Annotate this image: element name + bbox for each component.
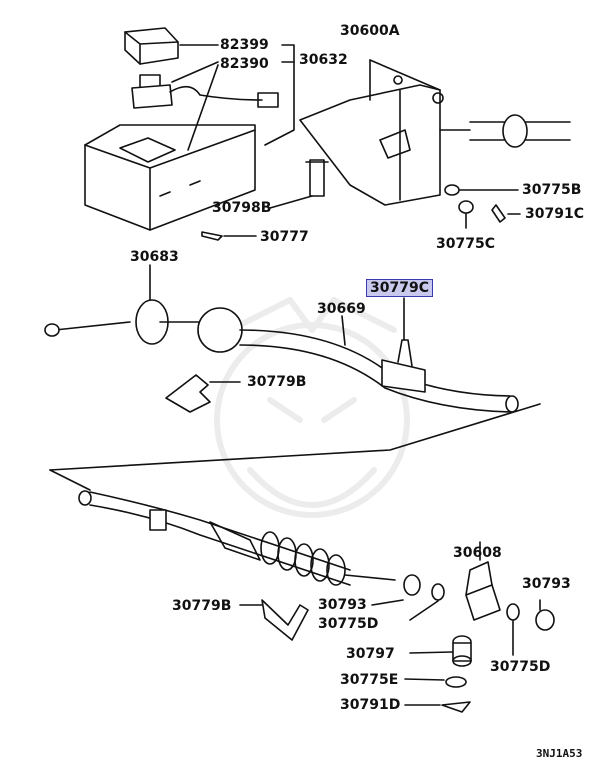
label-30775B[interactable]: 30775B — [522, 182, 582, 198]
label-30777[interactable]: 30777 — [260, 229, 309, 245]
screw-30777 — [201, 231, 257, 241]
shift-knob-cap-82399 — [124, 27, 179, 65]
section-break-lines — [49, 403, 541, 491]
label-30791D[interactable]: 30791D — [340, 697, 401, 713]
label-30775E[interactable]: 30775E — [340, 672, 399, 688]
clip-30779B-upper — [165, 374, 241, 413]
label-30632[interactable]: 30632 — [299, 52, 348, 68]
label-30775D-left[interactable]: 30775D — [318, 616, 379, 632]
shift-lever-bracket-30600A — [299, 59, 471, 206]
clip-30779B-lower — [239, 599, 309, 641]
label-30669[interactable]: 30669 — [317, 301, 366, 317]
label-30793-left[interactable]: 30793 — [318, 597, 367, 613]
washer-30775D-right — [506, 603, 520, 656]
washer-30775D-left — [409, 583, 445, 621]
watermark-emblem — [214, 297, 410, 518]
label-30779B-lower[interactable]: 30779B — [172, 598, 232, 614]
leader-lines-cable — [149, 264, 405, 346]
switch-82390 — [131, 74, 279, 109]
label-30779C-highlighted[interactable]: 30779C — [366, 279, 433, 297]
bushing-30793-left — [371, 574, 421, 606]
clip-30791D — [404, 701, 471, 713]
bushing-30793-right — [535, 599, 555, 631]
leader-lines-top-left — [171, 44, 295, 151]
label-30600A[interactable]: 30600A — [340, 23, 400, 39]
washer-30775E — [404, 676, 467, 688]
label-30779B-upper[interactable]: 30779B — [247, 374, 307, 390]
bolt-30798B — [269, 159, 329, 209]
label-30608[interactable]: 30608 — [453, 545, 502, 561]
cable-rod-right — [469, 114, 571, 148]
clip-30791C — [491, 204, 521, 223]
bushing-30797 — [409, 635, 472, 667]
label-30683[interactable]: 30683 — [130, 249, 179, 265]
label-82399[interactable]: 82399 — [220, 37, 269, 53]
shift-cable-30669 — [44, 299, 519, 413]
console-housing — [84, 124, 256, 231]
shift-cable-lower — [78, 490, 396, 586]
washer-30775B — [444, 184, 519, 196]
diagram-code: 3NJ1A53 — [536, 747, 583, 760]
label-82390[interactable]: 82390 — [220, 56, 269, 72]
label-30775C[interactable]: 30775C — [436, 236, 495, 252]
label-30791C[interactable]: 30791C — [525, 206, 584, 222]
label-30775D-right[interactable]: 30775D — [490, 659, 551, 675]
label-30798B[interactable]: 30798B — [212, 200, 272, 216]
washer-30775C — [458, 200, 474, 229]
label-30793-right[interactable]: 30793 — [522, 576, 571, 592]
label-30797[interactable]: 30797 — [346, 646, 395, 662]
end-fitting-30608 — [465, 541, 501, 621]
